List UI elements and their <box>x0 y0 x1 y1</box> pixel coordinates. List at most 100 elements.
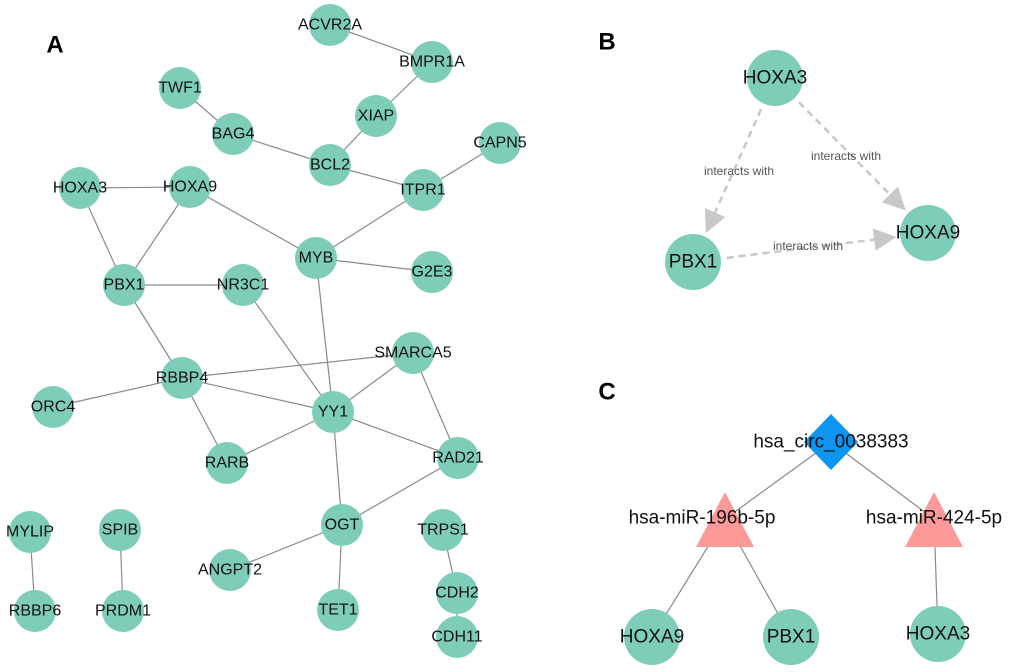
interaction-arrow <box>726 228 897 260</box>
node-label: PBX1 <box>669 252 718 273</box>
node-label: MYLIP <box>6 524 54 541</box>
node-rarb[interactable]: RARB <box>205 442 249 484</box>
node-label: BCL2 <box>310 157 350 174</box>
node-label: NR3C1 <box>217 277 270 294</box>
node-label: TET1 <box>318 602 357 619</box>
gene-circle-icon <box>159 67 201 109</box>
node-cdh11[interactable]: CDH11 <box>431 616 483 658</box>
node-label: PBX1 <box>767 627 816 648</box>
node-label: PBX1 <box>104 277 145 294</box>
node-label: CDH11 <box>431 629 482 646</box>
node-label: ANGPT2 <box>198 562 262 579</box>
node-pbx1[interactable]: PBX1 <box>103 264 145 306</box>
node-label: ITPR1 <box>400 182 445 199</box>
gene-circle-icon <box>479 122 521 164</box>
gene-circle-icon <box>161 357 203 399</box>
edge-nr3c1-yy1 <box>242 284 334 413</box>
node-bmpr1a[interactable]: BMPR1A <box>399 41 465 83</box>
gene-circle-icon <box>209 549 251 591</box>
node-xiap[interactable]: XIAP <box>355 95 397 137</box>
node-ogt[interactable]: OGT <box>321 504 363 546</box>
gene-circle-icon <box>402 169 444 211</box>
gene-circle-icon <box>9 511 51 553</box>
node-spib[interactable]: SPIB <box>99 509 141 551</box>
node-label: BAG4 <box>212 126 255 143</box>
node-g2e3[interactable]: G2E3 <box>411 251 453 293</box>
node-label: TWF1 <box>158 80 202 97</box>
triangle-icon <box>696 492 754 547</box>
node-label: HOXA9 <box>620 627 684 648</box>
edge-rbbp4-smarca5 <box>181 352 414 379</box>
gene-circle-icon <box>392 332 434 374</box>
node-label: CAPN5 <box>473 135 526 152</box>
node-angpt2[interactable]: ANGPT2 <box>198 549 262 591</box>
node-c-mir196[interactable]: hsa-miR-196b-5p <box>629 492 776 547</box>
node-smarca5[interactable]: SMARCA5 <box>374 332 452 374</box>
gene-circle-icon <box>169 166 211 208</box>
gene-circle-icon <box>312 391 354 433</box>
node-b-hoxa9[interactable]: HOXA9 <box>896 205 960 261</box>
node-label: CDH2 <box>435 585 479 602</box>
gene-circle-icon <box>14 590 56 632</box>
node-tet1[interactable]: TET1 <box>317 589 359 631</box>
node-c-c_hoxa9[interactable]: HOXA9 <box>620 609 684 665</box>
node-orc4[interactable]: ORC4 <box>31 386 76 428</box>
gene-circle-icon <box>212 113 254 155</box>
node-label: HOXA3 <box>743 68 807 89</box>
node-label: RAD21 <box>432 450 484 467</box>
node-prdm1[interactable]: PRDM1 <box>95 590 151 632</box>
node-yy1[interactable]: YY1 <box>312 391 354 433</box>
gene-circle-icon <box>317 589 359 631</box>
triangle-icon <box>905 492 963 547</box>
gene-circle-icon <box>665 234 721 290</box>
panel-label-a: A <box>46 32 63 59</box>
node-c-c_hoxa3[interactable]: HOXA3 <box>906 606 970 662</box>
gene-circle-icon <box>321 504 363 546</box>
node-hoxa9[interactable]: HOXA9 <box>163 166 217 208</box>
gene-circle-icon <box>624 609 680 665</box>
edge-circ-mir424 <box>830 441 935 520</box>
panel-label-b: B <box>598 29 615 56</box>
node-cdh2[interactable]: CDH2 <box>435 572 479 614</box>
node-label: hsa_circ_0038383 <box>753 432 908 453</box>
node-label: HOXA9 <box>163 179 217 196</box>
node-c-mir424[interactable]: hsa-miR-424-5p <box>866 492 1002 547</box>
node-rbbp6[interactable]: RBBP6 <box>9 590 62 632</box>
gene-circle-icon <box>900 205 956 261</box>
node-nr3c1[interactable]: NR3C1 <box>217 264 270 306</box>
edge-hoxa9-myb <box>189 186 317 259</box>
gene-circle-icon <box>763 609 819 665</box>
node-itpr1[interactable]: ITPR1 <box>400 169 446 211</box>
node-label: G2E3 <box>412 264 453 281</box>
edge-label: interacts with <box>773 239 843 253</box>
node-acvr2a[interactable]: ACVR2A <box>298 4 362 46</box>
node-c-c_pbx1[interactable]: PBX1 <box>763 609 819 665</box>
gene-circle-icon <box>747 50 803 106</box>
node-label: XIAP <box>358 108 394 125</box>
edge-ogt-rad21 <box>341 457 459 526</box>
interaction-arrow <box>797 101 906 211</box>
gene-circle-icon <box>309 4 351 46</box>
node-b-pbx1[interactable]: PBX1 <box>665 234 721 290</box>
node-label: RBBP6 <box>9 603 62 620</box>
node-myb[interactable]: MYB <box>295 237 337 279</box>
node-c-circ[interactable]: hsa_circ_0038383 <box>753 414 909 470</box>
node-rbbp4[interactable]: RBBP4 <box>156 357 209 399</box>
node-rad21[interactable]: RAD21 <box>432 437 484 479</box>
node-label: HOXA9 <box>896 223 960 244</box>
edge-label: interacts with <box>704 164 774 178</box>
node-b-hoxa3[interactable]: HOXA3 <box>743 50 807 106</box>
edge-itpr1-myb <box>315 189 424 259</box>
node-trps1[interactable]: TRPS1 <box>417 509 469 551</box>
node-hoxa3[interactable]: HOXA3 <box>53 167 107 209</box>
node-capn5[interactable]: CAPN5 <box>473 122 527 164</box>
node-bag4[interactable]: BAG4 <box>212 113 255 155</box>
node-bcl2[interactable]: BCL2 <box>309 144 351 186</box>
gene-circle-icon <box>222 264 264 306</box>
node-label: PRDM1 <box>95 603 151 620</box>
node-mylip[interactable]: MYLIP <box>6 511 54 553</box>
node-twf1[interactable]: TWF1 <box>158 67 202 109</box>
